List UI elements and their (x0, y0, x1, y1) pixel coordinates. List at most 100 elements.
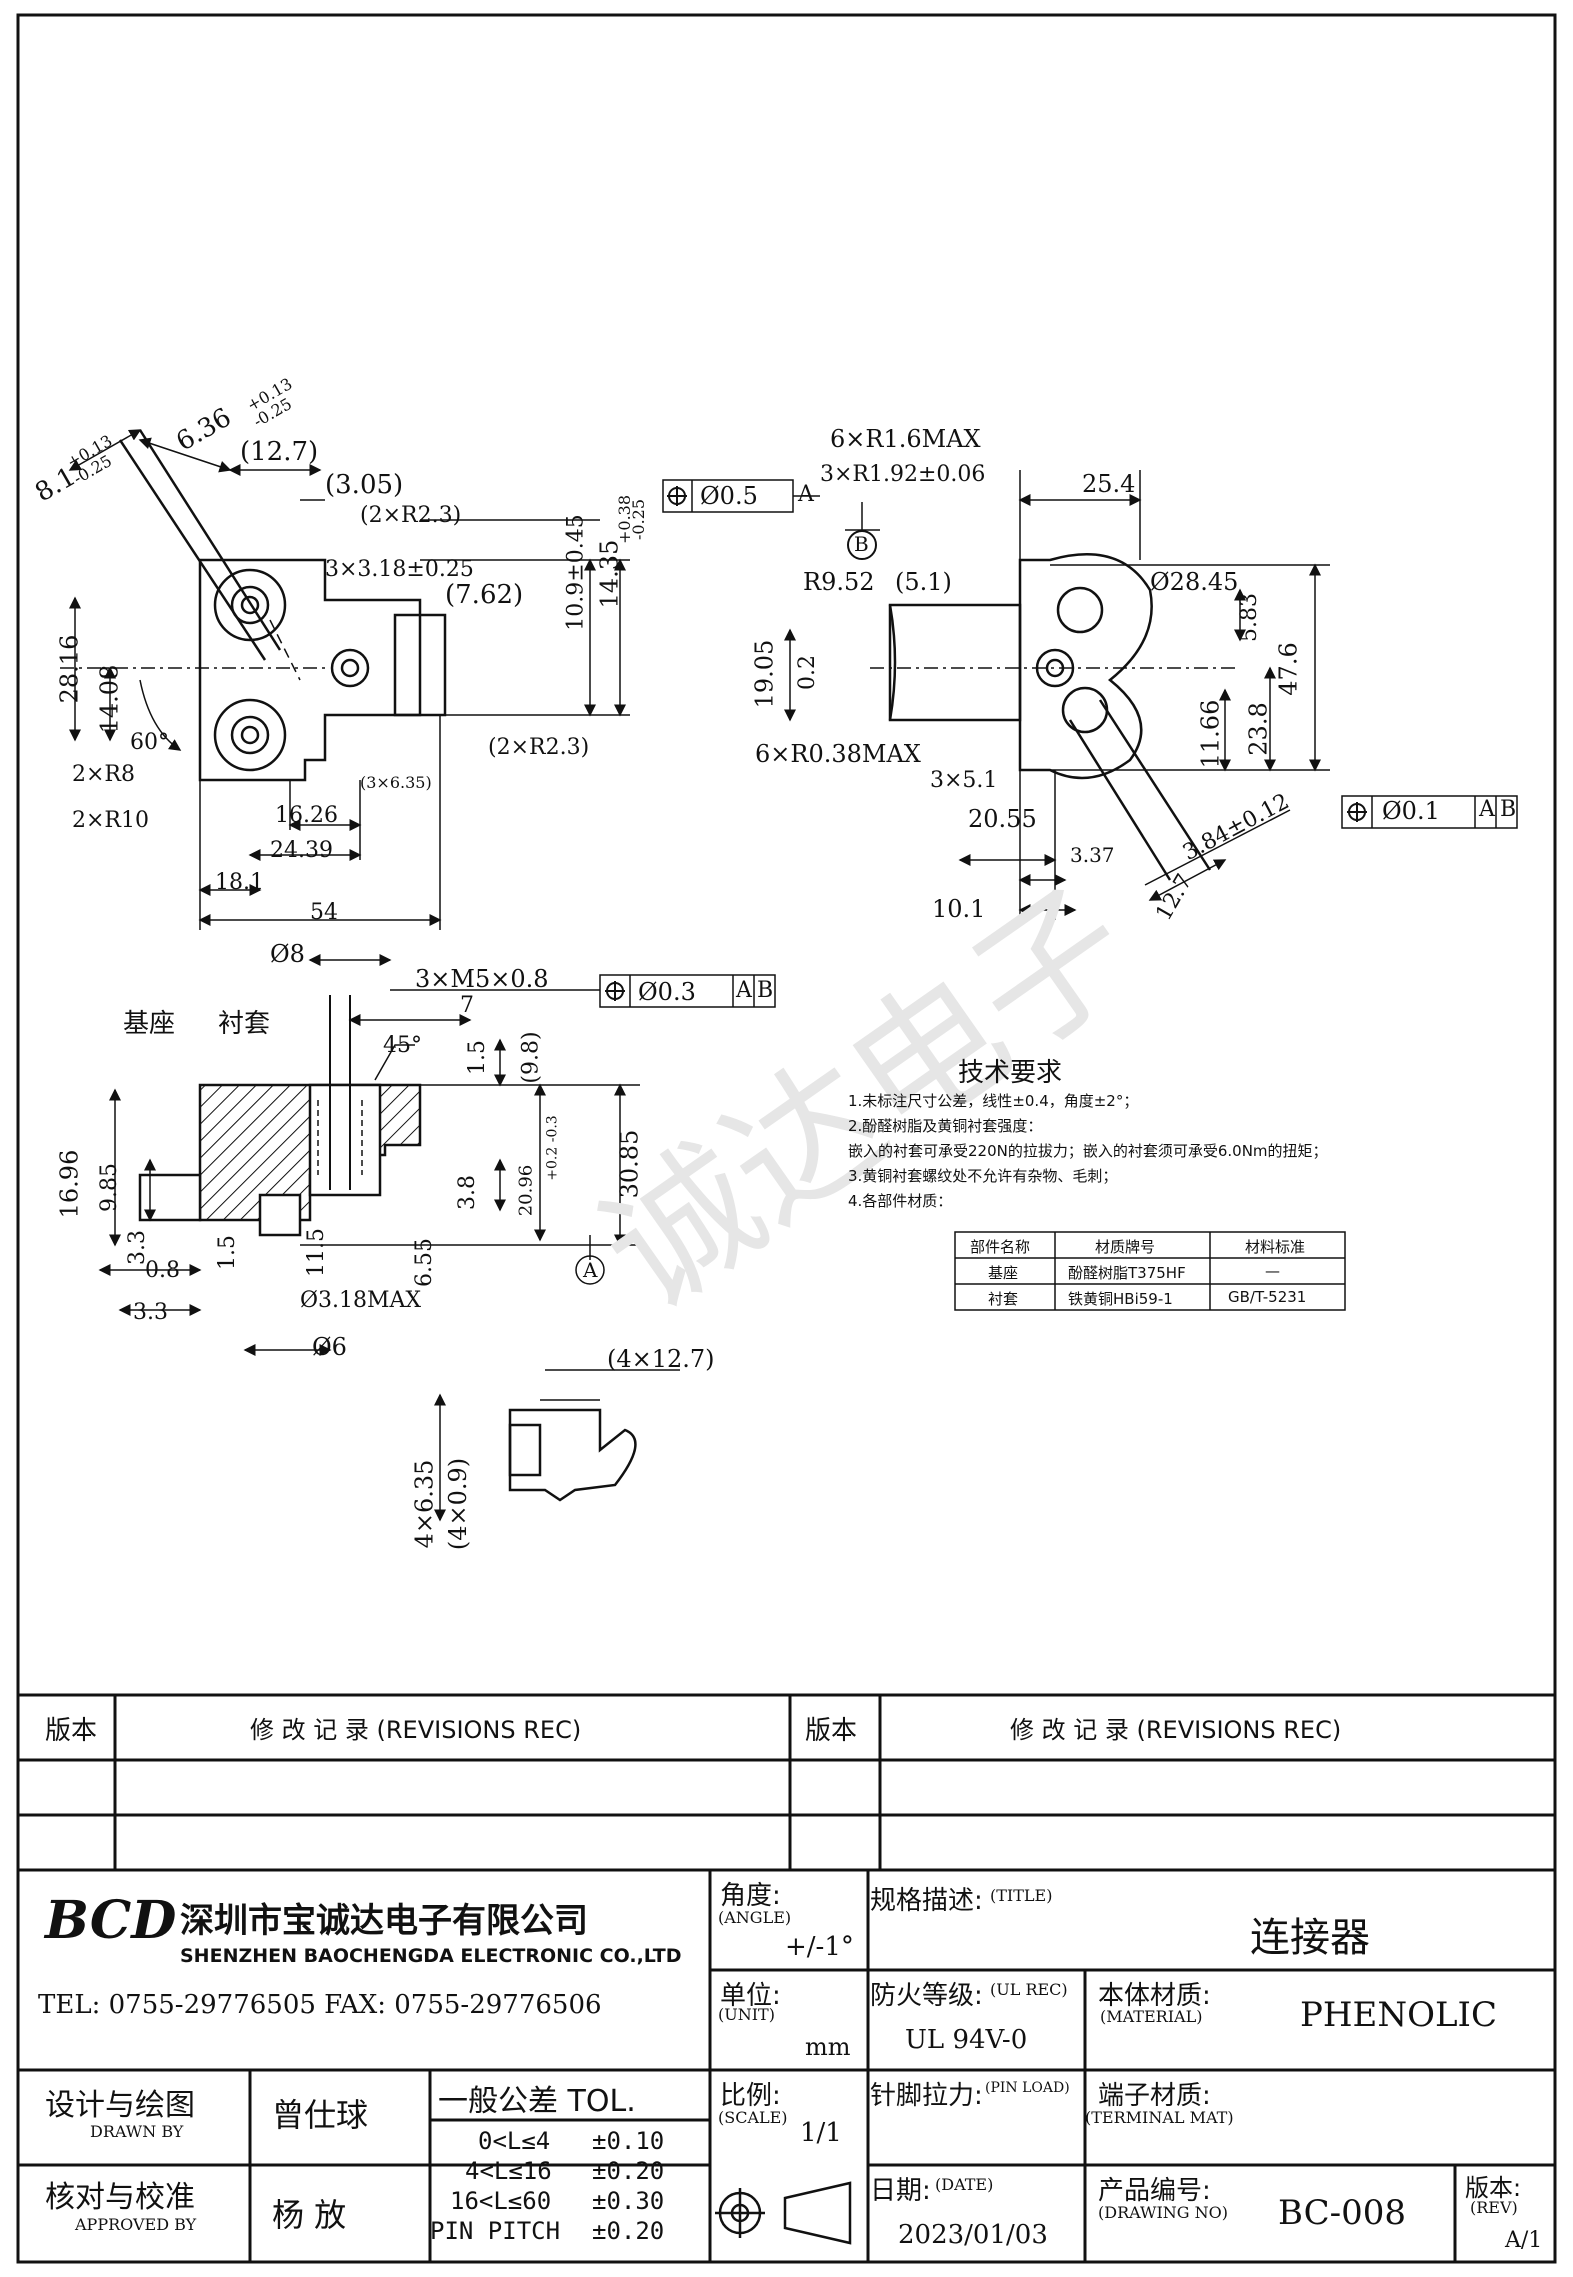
dim-19-05: 19.05 (750, 639, 779, 709)
ul-label: 防火等级: (870, 1981, 983, 2011)
gdt3-datum1: A (736, 978, 752, 1003)
dim-3-3b: 3.3 (133, 1300, 168, 1325)
approved-en: APPROVED BY (75, 2215, 197, 2234)
dim-14-35: 14.35 (595, 539, 624, 609)
tech-line-2: 2.酚醛树脂及黄铜衬套强度： (848, 1117, 1043, 1135)
projection-symbol (715, 2181, 852, 2245)
drawing-no-label: 产品编号: (1098, 2176, 1211, 2206)
dim-11-66: 11.66 (1196, 699, 1225, 769)
approved-label: 核对与校准 (45, 2180, 195, 2215)
tol-row-4-value: ±0.20 (592, 2217, 665, 2245)
tol-label: 一般公差 TOL. (438, 2084, 636, 2119)
gdt-symbols (605, 486, 1367, 1001)
dim-4x6-35: 4×6.35 (410, 1459, 439, 1549)
dim-16-26: 16.26 (275, 803, 338, 828)
tol-row-3-value: ±0.30 (592, 2187, 665, 2215)
dim-3-37: 3.37 (1070, 843, 1115, 867)
dim-1-5: 1.5 (465, 1040, 490, 1075)
angle-45: 45° (383, 1033, 422, 1058)
angle-60: 60° (130, 730, 169, 755)
material-table-grid (954, 1231, 1346, 1311)
gdt2-datum1: A (1479, 797, 1495, 822)
dim-4x0-9: (4×0.9) (444, 1457, 473, 1551)
ul-en: (UL REC) (990, 1980, 1068, 1999)
gdt1-datum: A (798, 482, 814, 507)
table-row2-std: GB/T-5231 (1228, 1288, 1307, 1306)
gdt2-datum2: B (1500, 797, 1517, 822)
angle-value: +/-1° (785, 1932, 854, 1962)
dim-phi8: Ø8 (270, 940, 305, 968)
angle-en: (ANGLE) (718, 1908, 792, 1927)
tol-row-1-range: 0<L≤4 (478, 2127, 551, 2155)
dim-3x3-18: 3×3.18±0.25 (325, 557, 474, 582)
pinload-en: (PIN LOAD) (985, 2080, 1070, 2096)
dim-r9-52: R9.52 (803, 568, 875, 596)
dim-11-5: 11.5 (303, 1228, 329, 1277)
company-tel-fax: TEL: 0755-29776505 FAX: 0755-29776506 (38, 1990, 602, 2020)
table-row1-grade: 酚醛树脂T375HF (1068, 1264, 1186, 1282)
unit-label: 单位: (720, 1981, 781, 2011)
material-en: (MATERIAL) (1100, 2007, 1203, 2026)
dim-3-18max: Ø3.18MAX (300, 1288, 422, 1313)
dim-5-1: (5.1) (895, 568, 952, 596)
terminal-en: (TERMINAL MAT) (1085, 2108, 1234, 2127)
scale-label: 比例: (720, 2081, 781, 2111)
dim-25-4: 25.4 (1082, 470, 1136, 498)
tech-line-3: 嵌入的衬套可承受220N的拉拔力；嵌入的衬套须可承受6.0Nm的扭矩； (848, 1142, 1328, 1160)
dim-14-35-tol-minus: -0.25 (629, 498, 649, 541)
titleblock-grid (18, 1693, 1555, 2262)
dim-6-55: 6.55 (411, 1238, 437, 1287)
dim-2r10: 2×R10 (72, 808, 149, 833)
dim-1-5b: 1.5 (215, 1235, 240, 1270)
datum-a: A (583, 1258, 598, 1282)
dim-3x6-35: (3×6.35) (360, 773, 432, 792)
dim-6r1-6: 6×R1.6MAX (830, 425, 981, 453)
dim-2r2-3-a: (2×R2.3) (360, 503, 462, 528)
dim-20-55: 20.55 (968, 805, 1037, 833)
tech-title: 技术要求 (958, 1058, 1063, 1088)
dim-47-6: 47.6 (1274, 642, 1303, 696)
dim-5-83: 5.83 (1236, 593, 1262, 642)
company-logo: BCD (45, 1890, 177, 1951)
rev-ver-label-2: 版本 (805, 1716, 858, 1746)
tol-row-2-value: ±0.20 (592, 2157, 665, 2185)
tol-row-1-value: ±0.10 (592, 2127, 665, 2155)
dim-20-96-tol: +0.2 -0.3 (544, 1115, 561, 1181)
dim-9-8: (9.8) (518, 1031, 544, 1084)
drawn-value: 曾仕球 (272, 2096, 369, 2134)
dim-3xm5: 3×M5×0.8 (415, 965, 549, 993)
label-bush: 衬套 (218, 1009, 271, 1039)
tech-line-5: 4.各部件材质： (848, 1192, 953, 1210)
table-header-grade: 材质牌号 (1095, 1238, 1156, 1256)
dim-10-1: 10.1 (932, 895, 986, 923)
section-dimlines (98, 954, 776, 1356)
date-en: (DATE) (935, 2175, 994, 2194)
gdt1-value: Ø0.5 (700, 482, 758, 510)
tol-row-3-range: 16<L≤60 (450, 2187, 552, 2215)
dim-2r8: 2×R8 (72, 762, 135, 787)
dim-18-1: 18.1 (215, 870, 264, 895)
table-row2-part: 衬套 (988, 1290, 1019, 1308)
date-value: 2023/01/03 (898, 2220, 1048, 2250)
dim-0-8: 0.8 (145, 1258, 180, 1283)
tol-row-2-range: 4<L≤16 (465, 2157, 552, 2185)
dim-0-2: 0.2 (795, 655, 820, 690)
pinload-label: 针脚拉力: (870, 2081, 983, 2111)
rev-rec-label: 修 改 记 录 (REVISIONS REC) (250, 1716, 582, 1744)
table-header-part: 部件名称 (970, 1238, 1031, 1256)
scale-en: (SCALE) (718, 2108, 788, 2127)
dim-28-16: 28.16 (55, 634, 84, 704)
title-value: 连接器 (1250, 1915, 1370, 1961)
dim-4x12-7: (4×12.7) (607, 1345, 715, 1373)
label-base: 基座 (123, 1009, 176, 1039)
unit-en: (UNIT) (718, 2005, 775, 2024)
dim-7-62: (7.62) (445, 580, 524, 610)
table-row2-grade: 铁黄铜HBi59-1 (1068, 1290, 1173, 1308)
pin-view (434, 1369, 680, 1522)
dim-2r2-3-b: (2×R2.3) (488, 735, 590, 760)
top-right-dimlines (662, 470, 1518, 920)
tol-row-4-range: PIN PITCH (430, 2217, 561, 2245)
table-header-std: 材料标准 (1245, 1238, 1306, 1256)
